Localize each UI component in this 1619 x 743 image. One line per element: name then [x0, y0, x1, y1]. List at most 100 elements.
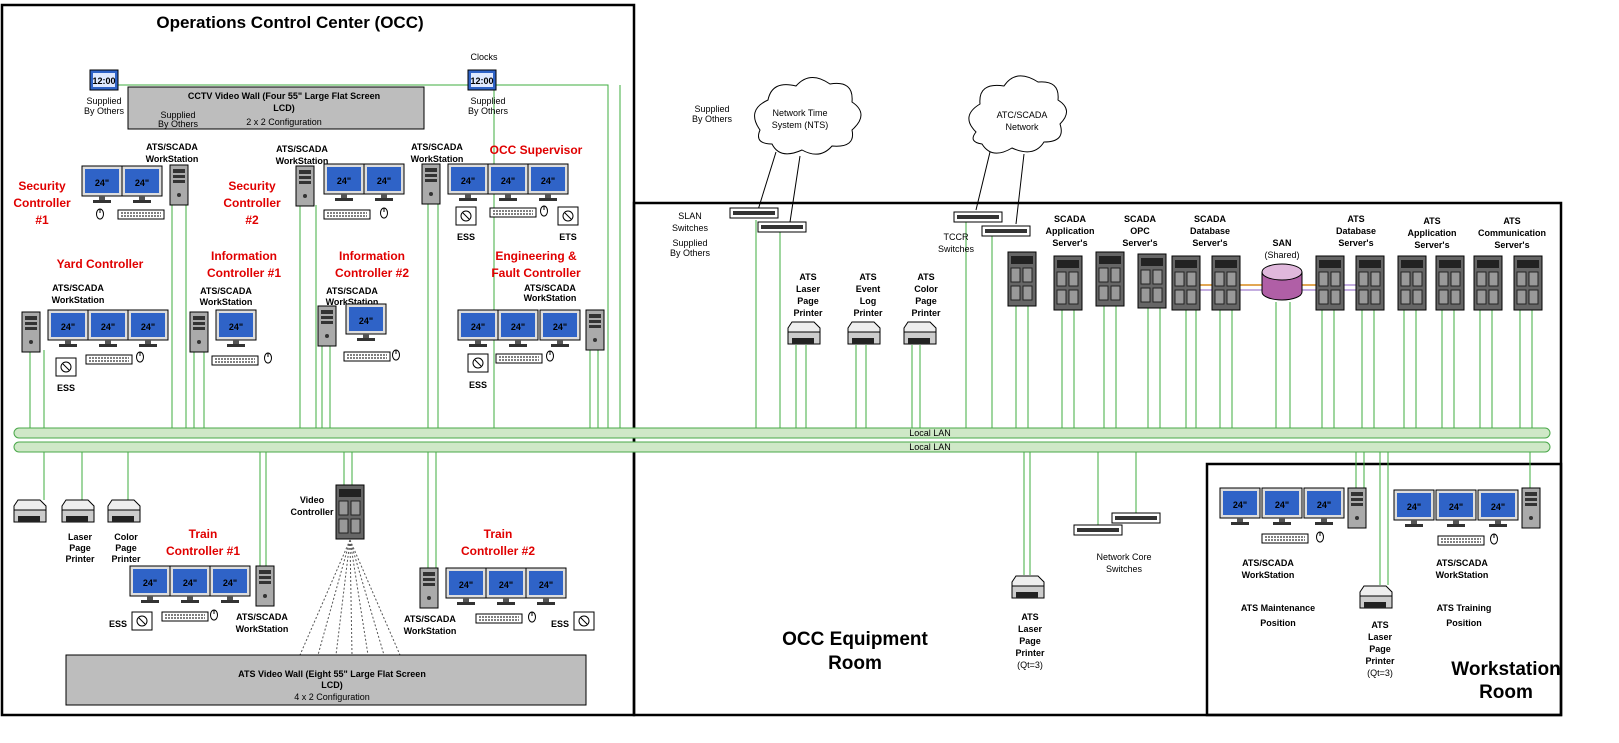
- occ-title: Operations Control Center (OCC): [156, 13, 423, 32]
- mouse-icon: [1490, 533, 1498, 545]
- printer-icon: [787, 321, 821, 345]
- mouse-icon: [96, 208, 104, 220]
- mouse-icon: [546, 350, 554, 362]
- svg-text:Controller #1: Controller #1: [166, 544, 240, 558]
- server-icon: [1355, 255, 1385, 311]
- svg-text:Security: Security: [228, 179, 276, 193]
- svg-text:Page: Page: [69, 543, 91, 553]
- svg-text:Server's: Server's: [1192, 238, 1227, 248]
- ess-panel-icon: [55, 357, 77, 377]
- occ-printers: Laser Page Printer Color Page Printer: [13, 499, 141, 564]
- svg-text:CCTV Video Wall (Four 55" Larg: CCTV Video Wall (Four 55" Large Flat Scr…: [188, 91, 380, 101]
- svg-text:Engineering &: Engineering &: [495, 249, 577, 263]
- svg-text:ATS/SCADA: ATS/SCADA: [200, 286, 252, 296]
- clocks-title: Clocks: [470, 52, 498, 62]
- clock-right: 12:00 Supplied By Others: [467, 69, 509, 116]
- svg-text:Supplied: Supplied: [86, 96, 121, 106]
- svg-text:Fault Controller: Fault Controller: [491, 266, 581, 280]
- svg-text:24": 24": [1407, 502, 1421, 512]
- svg-text:ATS Training: ATS Training: [1437, 603, 1492, 613]
- svg-text:ATS/SCADA: ATS/SCADA: [1242, 558, 1294, 568]
- keyboard-icon: [211, 355, 259, 366]
- svg-text:System (NTS): System (NTS): [772, 120, 829, 130]
- nts-cloud: Network Time System (NTS) Supplied By Ot…: [692, 77, 862, 223]
- svg-text:ATS/SCADA: ATS/SCADA: [1436, 558, 1488, 568]
- svg-text:ATS/SCADA: ATS/SCADA: [411, 142, 463, 152]
- svg-text:WorkStation: WorkStation: [1242, 570, 1295, 580]
- svg-text:Printer: Printer: [793, 308, 823, 318]
- svg-text:24": 24": [135, 178, 149, 188]
- svg-text:By Others: By Others: [468, 106, 509, 116]
- svg-text:(Shared): (Shared): [1264, 250, 1299, 260]
- server-icon: [1315, 255, 1345, 311]
- ats-laser-page-printer: ATS Laser Page Printer: [787, 272, 823, 345]
- ess-panel-icon: [131, 611, 153, 631]
- svg-text:24": 24": [1317, 500, 1331, 510]
- svg-text:Communication: Communication: [1478, 228, 1546, 238]
- svg-text:#2: #2: [245, 213, 259, 227]
- svg-text:24": 24": [377, 176, 391, 186]
- svg-text:WorkStation: WorkStation: [146, 154, 199, 164]
- svg-text:ATS: ATS: [917, 272, 934, 282]
- svg-text:24": 24": [553, 322, 567, 332]
- atc-scada-network-cloud: ATC/SCADA Network: [968, 75, 1067, 225]
- keyboard-icon: [343, 351, 391, 362]
- server-icon: [1513, 255, 1543, 311]
- server-icon: [1397, 255, 1427, 311]
- svg-text:Network Core: Network Core: [1096, 552, 1151, 562]
- svg-text:24": 24": [511, 322, 525, 332]
- svg-text:Switches: Switches: [672, 223, 709, 233]
- svg-text:24": 24": [1449, 502, 1463, 512]
- server-icon: [1053, 255, 1083, 311]
- svg-text:Application: Application: [1046, 226, 1095, 236]
- occ-supervisor-console: OCC Supervisor ATS/SCADA WorkStation 24"…: [411, 142, 583, 242]
- switch-icon: [1111, 512, 1161, 524]
- svg-text:SCADA: SCADA: [1194, 214, 1227, 224]
- workstation-tower-icon: [317, 305, 337, 347]
- ats-maintenance-position: 24" 24" 24" ATS/SCADA WorkStation ATS Ma…: [1219, 487, 1367, 628]
- ess-panel-icon: [455, 206, 477, 226]
- svg-text:ATS: ATS: [799, 272, 816, 282]
- mouse-icon: [528, 611, 536, 623]
- printer-icon: [13, 499, 47, 523]
- svg-text:By Others: By Others: [670, 248, 711, 258]
- network-core-switches: Network Core Switches: [1073, 512, 1161, 574]
- svg-text:ATS: ATS: [859, 272, 876, 282]
- equipment-room-label-2: Room: [828, 653, 882, 674]
- svg-text:Supplied: Supplied: [470, 96, 505, 106]
- svg-text:24": 24": [143, 578, 157, 588]
- local-lan-bus-2: Local LAN: [13, 441, 1551, 453]
- mouse-icon: [392, 349, 400, 361]
- keyboard-icon: [161, 611, 209, 622]
- svg-text:24": 24": [101, 322, 115, 332]
- svg-text:ESS: ESS: [457, 232, 475, 242]
- svg-text:ATC/SCADA: ATC/SCADA: [997, 110, 1048, 120]
- mouse-icon: [210, 609, 218, 621]
- svg-text:24": 24": [461, 176, 475, 186]
- cctv-video-wall: CCTV Video Wall (Four 55" Large Flat Scr…: [127, 86, 425, 130]
- svg-text:24": 24": [141, 322, 155, 332]
- scada-database-servers: SCADA Database Server's: [1171, 214, 1241, 311]
- svg-text:24": 24": [223, 578, 237, 588]
- svg-text:2 x 2 Configuration: 2 x 2 Configuration: [246, 117, 322, 127]
- ess-panel-icon: [573, 611, 595, 631]
- database-icon: [1261, 263, 1303, 281]
- svg-text:Position: Position: [1446, 618, 1482, 628]
- mouse-icon: [540, 205, 548, 217]
- svg-text:Controller #2: Controller #2: [461, 544, 535, 558]
- svg-text:Printer: Printer: [911, 308, 941, 318]
- svg-text:Log: Log: [860, 296, 877, 306]
- svg-text:Train: Train: [189, 527, 218, 541]
- svg-text:WorkStation: WorkStation: [411, 154, 464, 164]
- keyboard-icon: [1261, 533, 1309, 544]
- svg-text:Laser: Laser: [796, 284, 821, 294]
- local-lan-bus-1: Local LAN: [13, 427, 1551, 439]
- server-icon: [1171, 255, 1201, 311]
- server-icon: [1435, 255, 1465, 311]
- workstation-tower-icon: [21, 311, 41, 353]
- svg-text:#1: #1: [35, 213, 49, 227]
- svg-text:24": 24": [229, 322, 243, 332]
- svg-text:Printer: Printer: [1015, 648, 1045, 658]
- svg-text:Network Time: Network Time: [772, 108, 827, 118]
- svg-text:Server's: Server's: [1052, 238, 1087, 248]
